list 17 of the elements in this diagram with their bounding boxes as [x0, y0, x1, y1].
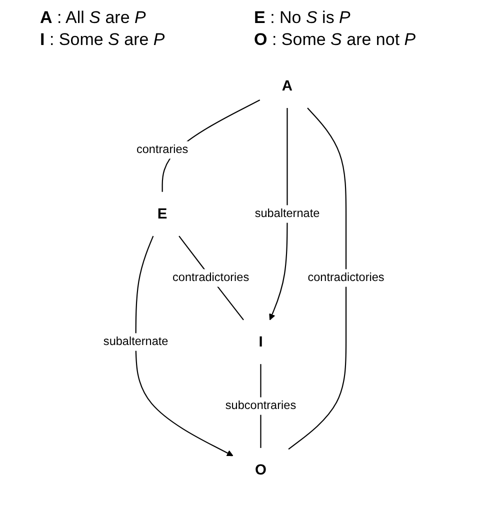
- node-text: I: [258, 334, 263, 350]
- arrow: [269, 108, 288, 320]
- connector: [288, 108, 347, 450]
- edge-label: subalternate: [104, 335, 168, 348]
- node-text: E: [158, 206, 168, 222]
- definition-text: I : Some S are P: [40, 30, 166, 50]
- definition-text: E : No S is P: [254, 8, 352, 28]
- edge-label: contraries: [136, 143, 188, 156]
- arrow: [135, 236, 234, 456]
- definition-text: A : All S are P: [40, 8, 147, 28]
- node-text: A: [282, 78, 293, 94]
- node-text: O: [255, 462, 267, 478]
- edge-label: contradictories: [308, 271, 384, 284]
- definition-text: O : Some S are not P: [254, 30, 417, 50]
- edge-label: subcontraries: [226, 399, 296, 412]
- edge-label: subalternate: [254, 207, 320, 220]
- edge-label: contradictories: [172, 271, 250, 284]
